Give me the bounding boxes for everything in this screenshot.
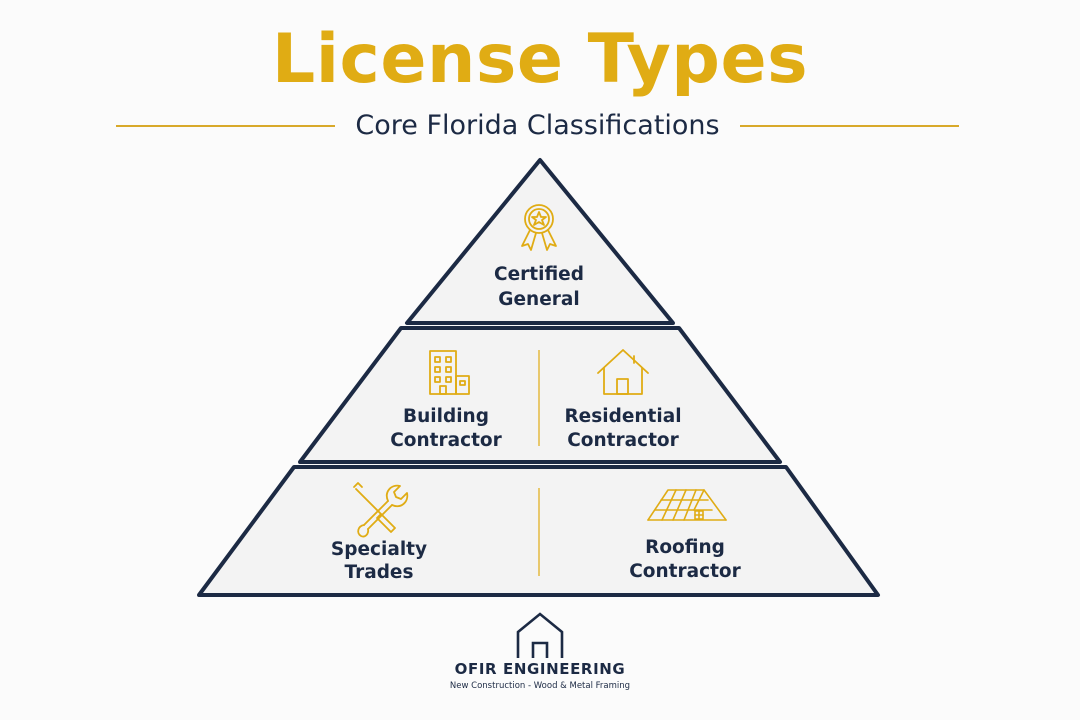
tier-top: Certified General (405, 158, 675, 325)
tier-middle-panel (298, 326, 782, 464)
house-icon (597, 349, 649, 395)
tier-top-panel (405, 158, 675, 325)
specialty-trades-label-line2: Trades (345, 562, 414, 583)
subtitle-row: Core Florida Classifications (116, 108, 959, 144)
roofing-contractor-label-line2: Contractor (629, 561, 741, 582)
page-title: License Types (271, 20, 809, 99)
tier-bottom: Specialty Trades Roofing Contractor (197, 465, 880, 597)
building-contractor-label-line1: Building (403, 406, 489, 427)
residential-contractor-label-line1: Residential (564, 406, 681, 427)
subtitle-rule-right (739, 125, 959, 127)
specialty-trades-label-line1: Specialty (331, 539, 427, 560)
roofing-contractor-label-line1: Roofing (645, 537, 725, 558)
logo-company-name: OFIR ENGINEERING (454, 660, 626, 678)
subtitle-rule-left (116, 125, 336, 127)
roof-tiles-icon (647, 489, 727, 521)
tier-top-label-line2: General (498, 289, 579, 310)
award-ribbon-icon (521, 204, 557, 251)
building-icon (429, 350, 470, 395)
tier-top-label-line1: Certified (494, 264, 584, 285)
page-subtitle: Core Florida Classifications (355, 110, 720, 141)
house-outline-logo-icon (516, 612, 564, 658)
logo-tagline: New Construction - Wood & Metal Framing (449, 681, 631, 691)
residential-contractor-label-line2: Contractor (567, 430, 679, 451)
tools-icon (353, 482, 409, 538)
tier-middle: Building Contractor Residential Contract… (298, 326, 782, 464)
building-contractor-label-line2: Contractor (390, 430, 502, 451)
